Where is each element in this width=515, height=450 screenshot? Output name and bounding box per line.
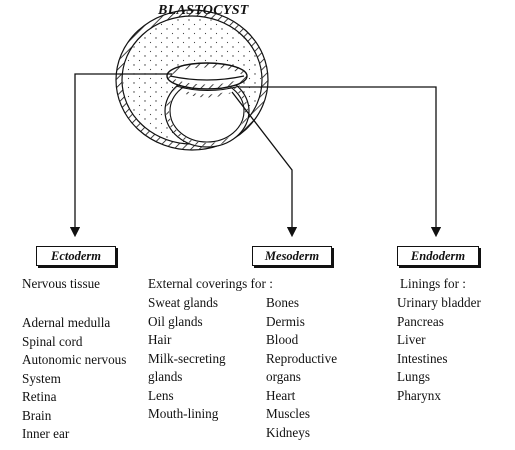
mesoderm-item: glands — [148, 369, 183, 384]
ectoderm-item: Inner ear — [22, 426, 70, 441]
mesoderm-item: Hair — [148, 332, 172, 347]
endoderm-header: Endoderm — [397, 246, 479, 266]
ectoderm-item: Retina — [22, 389, 57, 404]
endoderm-item: Pharynx — [397, 387, 441, 403]
mesoderm-col1: Sweat glands Oil glands Hair Milk-secret… — [148, 294, 226, 424]
endoderm-item: Pancreas — [397, 313, 444, 329]
mesoderm-item: Oil glands — [148, 313, 203, 329]
ectoderm-item: Adernal medulla — [22, 315, 111, 330]
ectoderm-leader — [69, 73, 172, 238]
endoderm-item: Liver — [397, 332, 426, 347]
mesoderm-item: Muscles — [266, 406, 310, 421]
mesoderm-item: Mouth-lining — [148, 406, 219, 421]
mesoderm-item: Kidneys — [266, 424, 310, 440]
endoderm-list: Urinary bladder Pancreas Liver Intestine… — [397, 294, 481, 405]
ectoderm-header: Ectoderm — [36, 246, 116, 266]
mesoderm-item: Dermis — [266, 313, 305, 329]
endoderm-item: Intestines — [397, 350, 448, 366]
mesoderm-header: Mesoderm — [252, 246, 332, 266]
endoderm-item: Urinary bladder — [397, 295, 481, 310]
mesoderm-item: Reproductive — [266, 350, 338, 366]
ectoderm-list: Adernal medulla Spinal cord Autonomic ne… — [22, 314, 126, 444]
ectoderm-item: Brain — [22, 407, 52, 423]
ectoderm-item: System — [22, 370, 61, 386]
mesoderm-item: Heart — [266, 387, 296, 403]
mesoderm-intro: External coverings for : — [148, 276, 273, 291]
mesoderm-leader — [231, 91, 298, 238]
diagram-title: BLASTOCYST — [158, 3, 249, 18]
ectoderm-item: Nervous tissue — [22, 276, 101, 291]
endoderm-item: Lungs — [397, 369, 430, 384]
ectoderm-item: Spinal cord — [22, 333, 83, 349]
mesoderm-item: Blood — [266, 332, 299, 347]
endoderm-intro: Linings for : — [400, 276, 466, 291]
mesoderm-item: organs — [266, 369, 301, 384]
mesoderm-item: Lens — [148, 387, 174, 403]
mesoderm-col2: Bones Dermis Blood Reproductive organs H… — [266, 294, 337, 442]
endoderm-leader — [240, 86, 442, 238]
mesoderm-item: Bones — [266, 295, 299, 310]
mesoderm-item: Sweat glands — [148, 295, 218, 310]
mesoderm-item: Milk-secreting — [148, 350, 226, 366]
embryonic-disc — [166, 62, 248, 98]
ectoderm-item: Autonomic nervous — [22, 352, 127, 367]
